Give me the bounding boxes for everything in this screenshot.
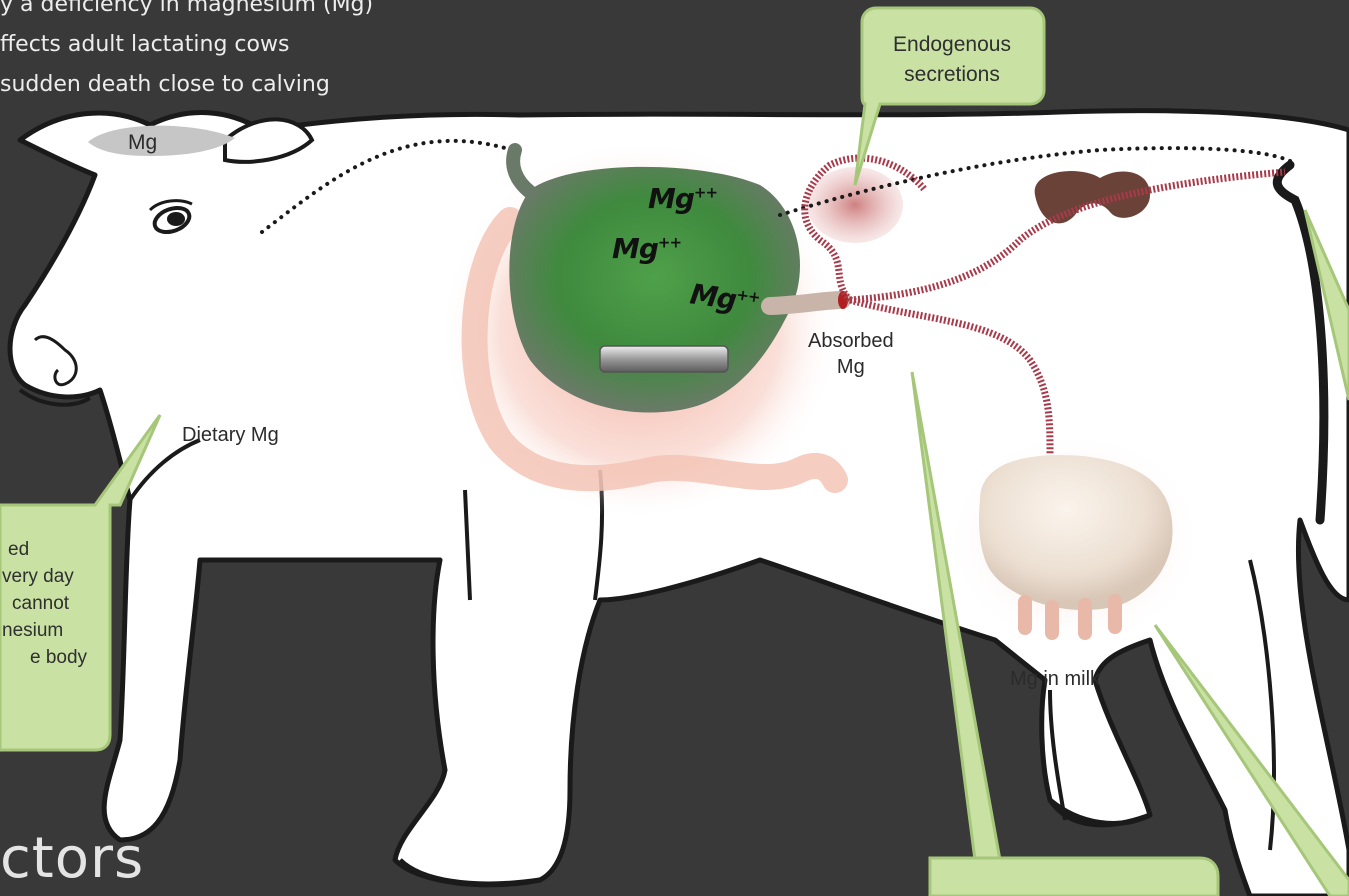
absorbed-mg-label: Absorbed Mg	[808, 328, 894, 380]
bolus-bar	[600, 346, 728, 372]
intro-bullet-1: y a deficiency in magnesium (Mg)	[0, 0, 373, 17]
teat	[1045, 600, 1059, 640]
teat	[1078, 598, 1092, 640]
head-mg-label: Mg	[128, 130, 157, 156]
milk-mg-label: Mg in milk	[1010, 666, 1100, 692]
mg-ion-label: Mg++	[648, 182, 717, 215]
absorbed-callout-shape	[930, 858, 1218, 896]
udder	[979, 455, 1173, 610]
duodenum	[770, 300, 842, 306]
teat	[1018, 595, 1032, 635]
intro-bullet-2: ffects adult lactating cows	[0, 32, 289, 57]
endogenous-callout-text: Endogenous secretions	[872, 30, 1032, 90]
dietary-mg-label: Dietary Mg	[182, 422, 279, 448]
intro-bullet-3: sudden death close to calving	[0, 72, 330, 97]
mg-ion-label: Mg++	[612, 232, 681, 265]
dietary-callout-text: ed very day cannot nesium e body	[0, 536, 87, 671]
teat	[1108, 594, 1122, 634]
section-heading: ctors	[0, 826, 144, 891]
